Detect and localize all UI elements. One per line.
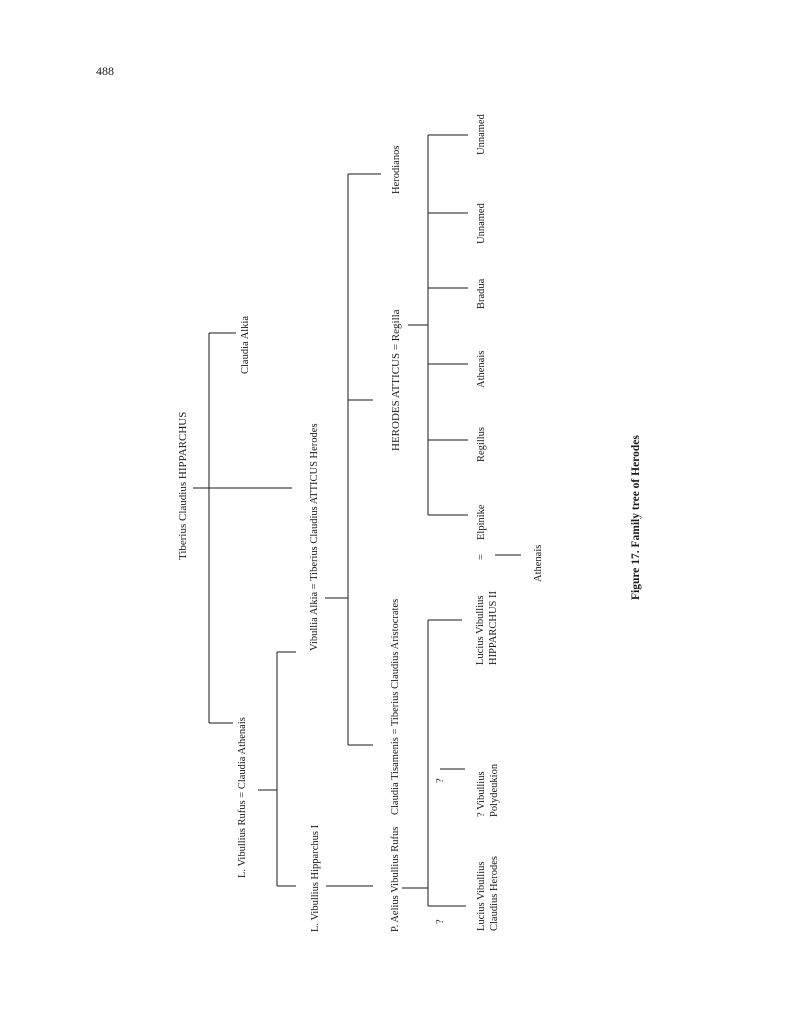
- name-vibullia-atticus: Vibullia Alkia = Tiberius Claudius ATTIC…: [309, 423, 320, 651]
- name-tisamenis-aristocrates: Claudia Tisamenis = Tiberius Claudius Ar…: [390, 599, 401, 815]
- name-lucius-herodes-line2: Claudius Herodes: [489, 856, 500, 931]
- name-unnamed-1: Unnamed: [476, 202, 487, 244]
- name-polydeukion-line1: ? Vibullius: [476, 771, 487, 817]
- figure-caption: Figure 17. Family tree of Herodes: [630, 435, 642, 600]
- question-mark-2: ?: [435, 778, 446, 783]
- name-hipparchus: Tiberius Claudius HIPPARCHUS: [177, 412, 189, 560]
- question-mark-1: ?: [435, 919, 446, 924]
- name-lucius-hipparchus-line1: Lucius Vibullius: [475, 596, 486, 665]
- name-elpinike: Elpinike: [476, 504, 487, 540]
- marriage-sign-hipparchus-elpinike: =: [476, 554, 487, 560]
- name-claudia-alkia: Claudia Alkia: [240, 316, 251, 374]
- name-aelius-rufus: P. Aelius Vibullius Rufus: [390, 827, 401, 932]
- name-unnamed-2: Unnamed: [476, 113, 487, 155]
- name-regillus: Regillus: [476, 427, 487, 462]
- name-hipparchus-i: L. Vibullius Hipparchus I: [310, 824, 321, 932]
- name-lucius-herodes-line1: Lucius Vibullius: [476, 862, 487, 931]
- name-rufus-athenais: L. Vibullius Rufus = Claudia Athenais: [237, 717, 248, 878]
- name-lucius-hipparchus-line2: HIPPARCHUS II: [488, 590, 499, 665]
- name-bradua: Bradua: [476, 278, 487, 309]
- name-herodes-regilla: HERODES ATTICUS = Regilla: [390, 309, 402, 451]
- page-number: 488: [96, 64, 114, 78]
- name-athenais-child: Athenais: [476, 351, 487, 388]
- name-herodianos: Herodianos: [391, 146, 402, 194]
- tree-connectors: [193, 134, 521, 907]
- name-athenais-grandchild: Athenais: [533, 545, 544, 582]
- name-polydeukion-line2: Polydeukion: [489, 763, 500, 817]
